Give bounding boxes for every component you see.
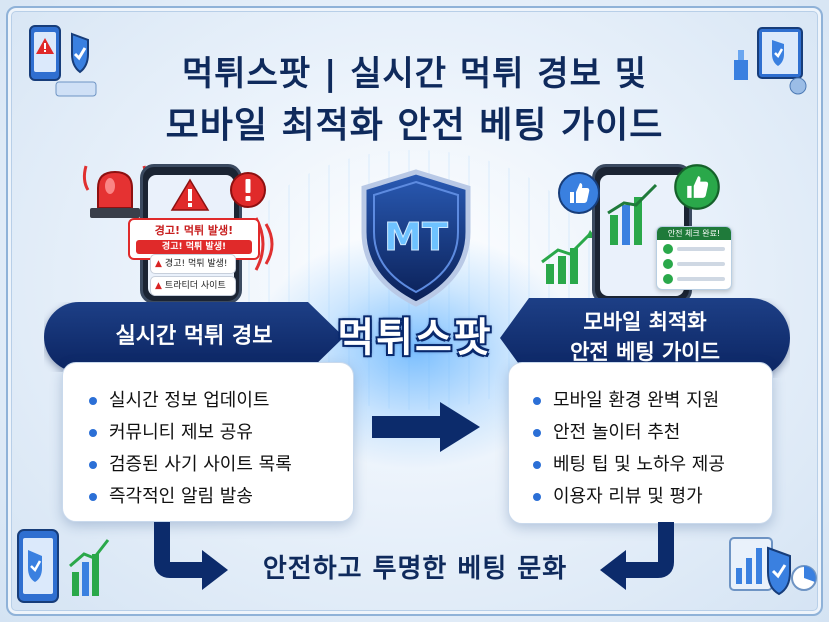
safety-check-card: 안전 체크 완료! <box>656 226 732 290</box>
phone-chart-icon <box>607 183 658 245</box>
check-icon <box>663 244 673 254</box>
growth-chart-icon <box>541 230 596 284</box>
title-brand: 먹튀스팟 <box>182 54 312 94</box>
laptop-shield-icon <box>734 27 807 95</box>
left-feature-panel: 실시간 정보 업데이트 커뮤니티 제보 공유 검증된 사기 사이트 목록 즉각적… <box>62 362 354 522</box>
arrow-curve-right-icon <box>154 522 228 590</box>
right-heading-line2: 안전 베팅 가이드 <box>570 340 720 364</box>
alert-card-subtitle: 경고! 먹튀 발생! <box>136 240 252 254</box>
check-line <box>677 277 725 281</box>
check-icon <box>663 259 673 269</box>
check-line <box>677 247 725 251</box>
alert-card-title: 경고! 먹튀 발생! <box>154 224 234 237</box>
page-title-line1: 먹튀스팟 | 실시간 먹튀 경보 및 <box>0 46 829 95</box>
page-title-line2: 모바일 최적화 안전 베팅 가이드 <box>165 105 664 146</box>
warning-small-icon: ▲ <box>155 259 162 269</box>
check-icon <box>663 274 673 284</box>
alert-list-item: ▲트라티더 사이트 <box>150 276 236 296</box>
phone-shield-icon <box>17 529 110 603</box>
right-feature-panel: 모바일 환경 완벽 지원 안전 놀이터 추천 베팅 팁 및 노하우 제공 이용자… <box>508 362 773 524</box>
mt-shield-logo: MT <box>361 169 471 307</box>
left-feature-list: 실시간 정보 업데이트 커뮤니티 제보 공유 검증된 사기 사이트 목록 즉각적… <box>89 385 292 513</box>
list-item: 안전 놀이터 추천 <box>533 417 725 449</box>
alert-circle-icon <box>230 172 266 208</box>
check-line <box>677 262 725 266</box>
thumbs-up-icon <box>674 164 720 210</box>
list-item: 모바일 환경 완벽 지원 <box>533 385 725 417</box>
list-item: 이용자 리뷰 및 평가 <box>533 481 725 513</box>
check-card-title: 안전 체크 완료! <box>657 227 731 240</box>
alert-list-item-text: 트라티더 사이트 <box>164 281 226 291</box>
list-item: 즉각적인 알림 발송 <box>89 481 292 513</box>
border-frame <box>6 6 823 616</box>
siren-icon <box>82 165 148 218</box>
alert-list-item: ▲경고! 먹튀 발생! <box>150 254 236 274</box>
list-item: 커뮤니티 제보 공유 <box>89 417 292 449</box>
arrow-curve-left-icon <box>600 522 674 590</box>
thumbs-up-icon <box>558 172 600 214</box>
brand-name: 먹튀스팟 <box>337 315 493 361</box>
warning-small-icon: ▲ <box>155 281 162 291</box>
title-subject: 실시간 먹튀 경보 및 <box>350 54 647 94</box>
right-feature-list: 모바일 환경 완벽 지원 안전 놀이터 추천 베팅 팁 및 노하우 제공 이용자… <box>533 385 725 513</box>
check-row <box>663 273 725 285</box>
shield-logo-text: MT <box>384 215 448 259</box>
alert-list-item-text: 경고! 먹튀 발생! <box>164 259 228 269</box>
check-row <box>663 243 725 255</box>
right-heading-line1: 모바일 최적화 <box>583 310 707 334</box>
bottom-slogan: 안전하고 투명한 베팅 문화 <box>262 554 568 584</box>
warning-icon <box>170 178 210 211</box>
check-row <box>663 258 725 270</box>
list-item: 검증된 사기 사이트 목록 <box>89 449 292 481</box>
title-separator: | <box>323 54 338 94</box>
list-item: 실시간 정보 업데이트 <box>89 385 292 417</box>
alert-card: 경고! 먹튀 발생! 경고! 먹튀 발생! <box>128 218 260 260</box>
chart-shield-icon <box>729 537 817 596</box>
arrow-right-icon <box>372 402 480 452</box>
list-item: 베팅 팁 및 노하우 제공 <box>533 449 725 481</box>
phone-warning-icon <box>29 25 97 97</box>
left-section-heading: 실시간 먹튀 경보 <box>44 302 344 372</box>
